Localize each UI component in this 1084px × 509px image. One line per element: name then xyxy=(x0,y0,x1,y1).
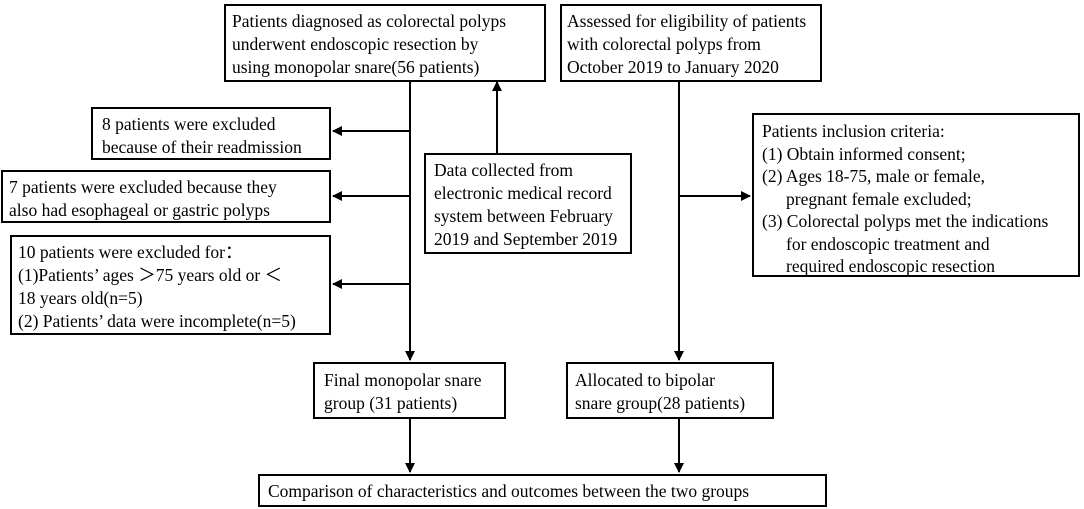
criterion-2-cont: pregnant female excluded; xyxy=(786,188,972,209)
box-line: underwent endoscopic resection by xyxy=(232,34,479,54)
box-line: 18 years old(n=5) xyxy=(18,288,143,308)
box-line: snare group(28 patients) xyxy=(575,393,746,413)
box-line: Comparison of characteristics and outcom… xyxy=(268,481,750,501)
box-line: with colorectal polyps from xyxy=(567,34,761,54)
box-line: (2) Patients’ data were incomplete(n=5) xyxy=(18,311,296,331)
box-line: 10 patients were excluded for： xyxy=(18,242,243,262)
box-line: Data collected from xyxy=(434,160,573,180)
criterion-3-cont: required endoscopic resection xyxy=(786,256,995,276)
bipolar-box: Allocated to bipolar snare group(28 pati… xyxy=(566,362,774,419)
criterion-1: (1) Obtain informed consent; xyxy=(762,143,966,164)
box-line: using monopolar snare(56 patients) xyxy=(232,57,480,77)
criterion-3-cont: for endoscopic treatment and xyxy=(786,233,990,254)
box-line: October 2019 to January 2020 xyxy=(567,57,779,77)
box-line: 8 patients were excluded xyxy=(102,114,276,134)
box-line: Allocated to bipolar xyxy=(575,370,715,390)
monopolar-patients-box: Patients diagnosed as colorectal polyps … xyxy=(224,4,546,82)
inclusion-title: Patients inclusion criteria: xyxy=(762,121,945,141)
excluded-polyps-box: 7 patients were excluded because they al… xyxy=(1,170,331,223)
box-line: also had esophageal or gastric polyps xyxy=(9,200,270,220)
criterion-3: (3) Colorectal polyps met the indication… xyxy=(762,211,1049,231)
excluded-readmission-box: 8 patients were excluded because of thei… xyxy=(91,107,331,160)
box-line: (1)Patients’ ages ＞75 years old or ＜ xyxy=(18,265,283,285)
box-line: group (31 patients) xyxy=(324,393,458,413)
box-line: system between February xyxy=(434,206,613,226)
criterion-2: (2) Ages 18-75, male or female, xyxy=(762,166,986,186)
box-line: 2019 and September 2019 xyxy=(434,229,618,249)
box-line: Patients diagnosed as colorectal polyps xyxy=(232,11,507,31)
box-line: because of their readmission xyxy=(102,137,302,157)
data-collected-box: Data collected from electronic medical r… xyxy=(424,153,632,254)
inclusion-criteria-box: Patients inclusion criteria: (1) Obtain … xyxy=(752,113,1080,277)
box-line: Final monopolar snare xyxy=(324,370,482,390)
eligibility-box: Assessed for eligibility of patients wit… xyxy=(560,4,822,82)
box-line: Assessed for eligibility of patients xyxy=(567,11,807,31)
box-line: electronic medical record xyxy=(434,183,612,203)
comparison-box: Comparison of characteristics and outcom… xyxy=(258,474,827,507)
final-monopolar-box: Final monopolar snare group (31 patients… xyxy=(313,362,506,419)
box-line: 7 patients were excluded because they xyxy=(9,177,277,197)
excluded-age-data-box: 10 patients were excluded for： (1)Patien… xyxy=(10,235,331,335)
